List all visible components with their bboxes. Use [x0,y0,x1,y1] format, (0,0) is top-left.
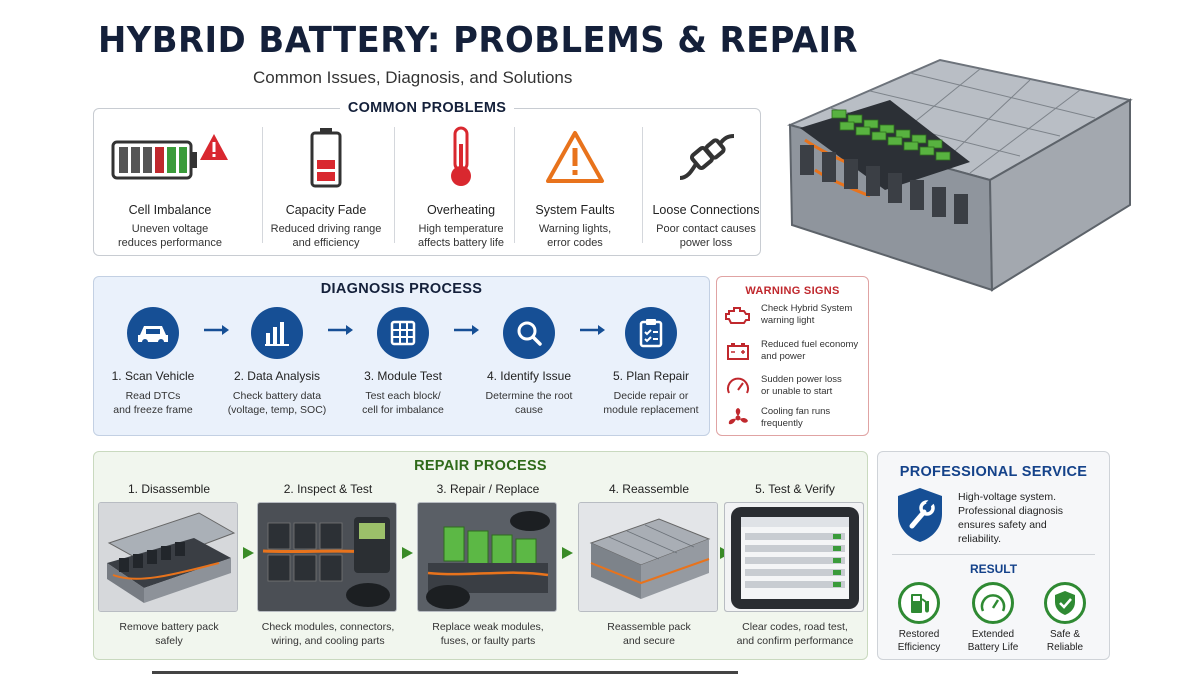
arrow-right-icon [204,325,229,335]
repair-step-3: 3. Repair / Replace Replace weak modules… [417,482,559,648]
professional-service-title: PROFESSIONAL SERVICE [899,464,1088,480]
problem-label: Cell Imbalance [128,203,212,217]
diagnostic-tablet-image [725,503,863,611]
battery-outline-icon [727,343,749,360]
result-title: RESULT [969,562,1018,576]
disassembled-pack-image [99,503,237,611]
repair-panel: REPAIR PROCESS 1. Disassemble Remove bat… [93,451,868,660]
bar-chart-icon [265,322,289,346]
repair-replace-image [418,503,556,611]
engine-light-icon [725,307,750,324]
repair-title: REPAIR PROCESS [414,458,547,474]
shield-check-icon [1055,591,1075,615]
arrow-right-icon [243,547,254,559]
result-safe-reliable: Safe &Reliable [1030,582,1100,654]
clipboard-icon [639,319,663,348]
cable-icon [679,134,735,180]
page-title: HYBRID BATTERY: PROBLEMS & REPAIR [98,20,859,61]
bottom-divider [152,671,738,674]
diagnosis-step-2: 2. Data Analysis Check battery data(volt… [218,307,336,417]
page-subtitle: Common Issues, Diagnosis, and Solutions [253,68,573,87]
fuel-pump-icon [911,594,929,613]
magnifier-icon [517,321,542,346]
repair-step-5: 5. Test & Verify Clear codes, road test,… [724,482,866,648]
problem-system-faults: System Faults Warning lights,error codes [509,121,641,249]
arrow-right-icon [562,547,573,559]
diagnosis-step-3: 3. Module Test Test each block/cell for … [344,307,462,417]
diagnosis-title: DIAGNOSIS PROCESS [320,281,483,297]
arrow-right-icon [402,547,413,559]
thermometer-icon [451,126,471,186]
low-battery-icon [310,128,342,188]
arrow-right-icon [580,325,605,335]
common-problems-title: COMMON PROBLEMS [339,100,515,116]
gauge-icon [727,377,749,394]
reassembled-pack-image [579,503,717,611]
arrow-right-icon [328,325,353,335]
battery-pack-illustration [786,58,1133,292]
module-grid-icon [390,320,416,346]
fan-icon [728,408,748,425]
car-icon [138,326,168,345]
common-problems-panel: COMMON PROBLEMS Cell Imbalance Uneven vo… [93,100,761,256]
warning-triangle-icon [546,131,604,183]
professional-service-panel: PROFESSIONAL SERVICE High-voltage system… [877,451,1110,660]
gauge-icon [980,594,1006,612]
inspect-test-image [258,503,396,611]
shield-wrench-icon [898,488,942,542]
warning-signs-title: WARNING SIGNS [745,285,840,297]
repair-step-2: 2. Inspect & Test Check modules, connect… [257,482,399,648]
arrow-right-icon [454,325,479,335]
diagnosis-panel: DIAGNOSIS PROCESS 1. Scan Vehicle Read D… [93,276,710,436]
battery-warning-icon [111,134,228,180]
